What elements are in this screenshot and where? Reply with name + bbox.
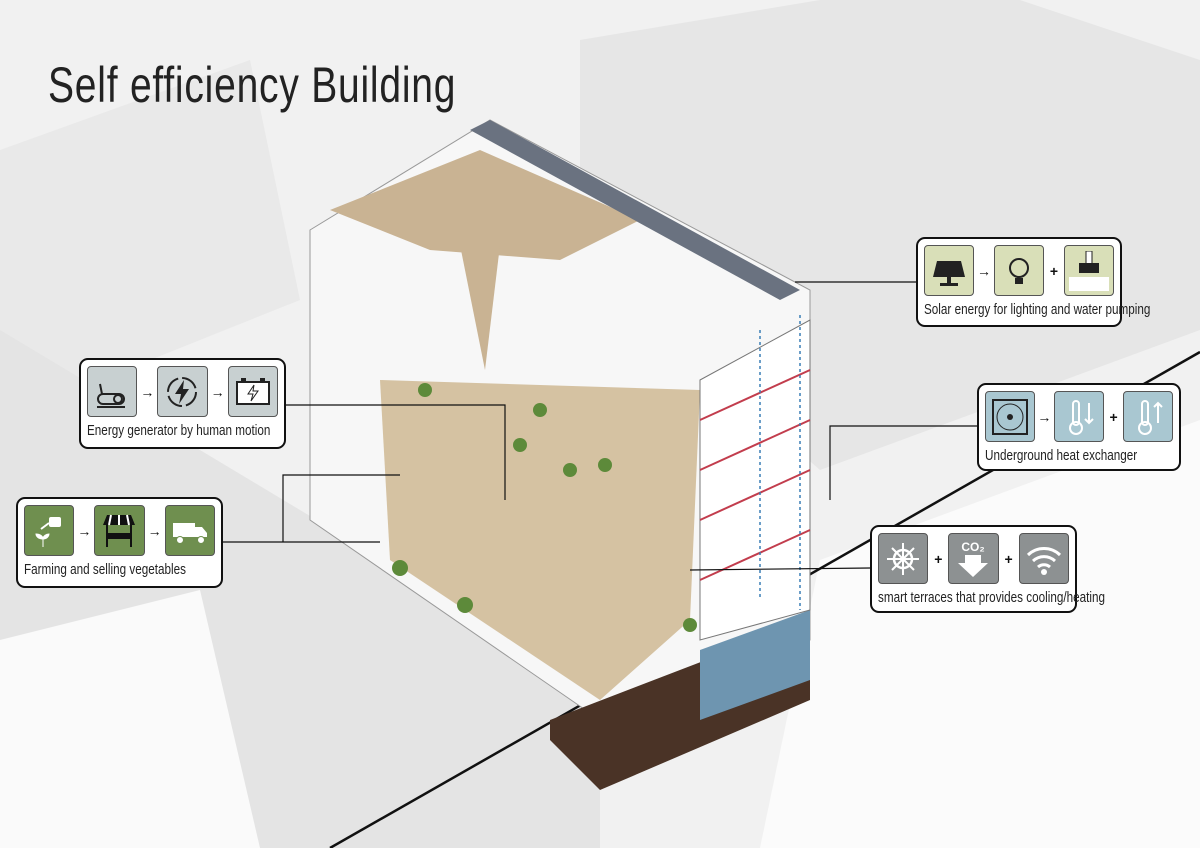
plus-separator: + <box>934 550 943 567</box>
co2-down-icon: CO₂ <box>948 533 999 584</box>
lightbulb-icon <box>993 245 1045 296</box>
watering-plant-icon <box>24 505 75 556</box>
plus-separator: + <box>1004 550 1013 567</box>
arrow-separator: → <box>77 522 92 539</box>
arrow-separator: → <box>140 383 155 400</box>
exercise-bike-icon <box>87 366 138 417</box>
arrow-separator: → <box>210 383 225 400</box>
funnel <box>460 245 500 370</box>
roof-canopy <box>330 150 640 260</box>
arrow-separator: → <box>1037 408 1052 425</box>
solar-energy-caption: Solar energy for lighting and water pump… <box>924 301 1151 318</box>
human-motion-callout: → → Energy generator by human motion <box>79 358 286 449</box>
smart-terraces-callout: + CO₂ + smart terraces that provides coo… <box>870 525 1105 613</box>
farming-callout: → → Farming and selling vegetables <box>16 497 223 588</box>
arrow-separator: → <box>147 522 162 539</box>
heat-exchanger-callout: → + Underground heat exchanger <box>977 383 1181 471</box>
water-pump-icon <box>1063 245 1114 296</box>
arrow-separator: → <box>977 262 992 279</box>
trees <box>392 383 697 632</box>
wifi-icon <box>1018 533 1069 584</box>
thermometer-down-icon <box>1054 391 1104 442</box>
page-title: Self efficiency Building <box>48 57 457 113</box>
co2-label: CO₂ <box>962 540 985 554</box>
energy-cycle-icon <box>157 366 208 417</box>
heating-lines <box>699 369 811 581</box>
solar-panel-icon <box>924 245 975 296</box>
plus-separator: + <box>1109 408 1118 425</box>
leader-lines <box>222 281 977 571</box>
market-stall-icon <box>94 505 145 556</box>
stair-core <box>699 319 811 641</box>
solar-energy-callout: → + Solar energy for lighting and water … <box>916 237 1151 327</box>
farming-caption: Farming and selling vegetables <box>24 561 186 578</box>
terraces <box>380 380 700 700</box>
fan-icon <box>985 391 1035 442</box>
water-tank <box>700 610 810 720</box>
neighbor-building <box>0 60 300 420</box>
neighbor-building <box>0 590 260 848</box>
solar-panels <box>470 120 800 300</box>
plus-separator: + <box>1049 262 1059 279</box>
heat-exchanger-caption: Underground heat exchanger <box>985 447 1138 464</box>
neighbor-building <box>760 420 1200 848</box>
thermometer-up-icon <box>1123 391 1173 442</box>
human-motion-caption: Energy generator by human motion <box>87 422 271 439</box>
smart-terraces-caption: smart terraces that provides cooling/hea… <box>878 589 1105 606</box>
delivery-truck-icon <box>164 505 215 556</box>
battery-icon <box>227 366 278 417</box>
snow-sun-icon <box>878 533 929 584</box>
